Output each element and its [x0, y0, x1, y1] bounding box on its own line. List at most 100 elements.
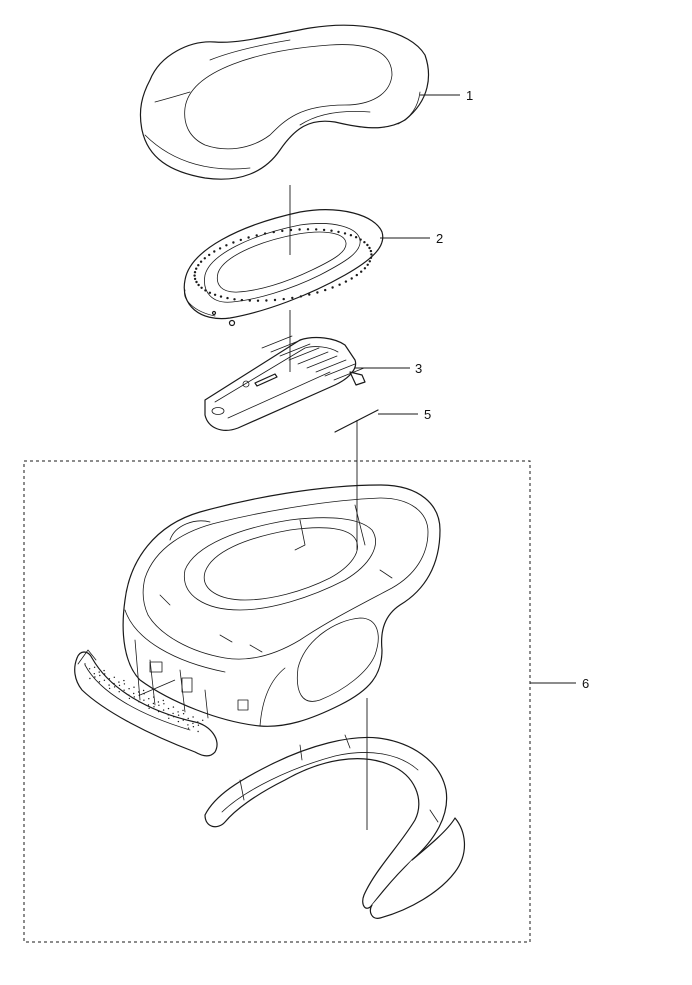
frame-perforation	[225, 244, 228, 247]
frame-perforation	[273, 298, 277, 302]
frame-perforation	[233, 298, 236, 301]
part-6-rear-skirt	[204, 734, 465, 919]
bumper-texture-dot	[148, 707, 150, 709]
frame-perforation	[359, 238, 362, 241]
part-6-front-bumper	[74, 649, 218, 757]
bumper-texture-dot	[93, 666, 96, 668]
bumper-texture-dot	[142, 689, 145, 692]
bumper-texture-dot	[93, 673, 96, 675]
bumper-texture-dot	[133, 686, 135, 688]
frame-perforation	[368, 246, 371, 250]
frame-perforation	[219, 295, 223, 298]
frame-perforation	[213, 250, 216, 253]
hatch-slat	[306, 355, 338, 369]
bumper-texture-dot	[152, 702, 155, 705]
part-3-hatch-slats	[261, 335, 365, 381]
frame-perforation	[349, 234, 353, 237]
hatch-slat	[315, 359, 347, 373]
frame-perforation	[299, 295, 303, 298]
bumper-texture-dot	[113, 686, 116, 688]
bumper-texture-dot	[98, 671, 100, 673]
bumper-texture-dot	[108, 678, 111, 680]
bumper-texture-dot	[192, 722, 194, 725]
bumper-texture-dot	[157, 710, 160, 713]
frame-perforation	[203, 257, 206, 260]
bumper-texture-dot	[197, 724, 200, 726]
bumper-texture-dot	[197, 730, 199, 733]
hatch-slat	[324, 363, 356, 377]
bumper-texture-dot	[128, 688, 130, 690]
bumper-texture-dot	[133, 692, 135, 695]
frame-perforation	[366, 263, 369, 266]
frame-perforation	[343, 232, 347, 235]
frame-perforation	[265, 299, 268, 302]
part-6-chassis	[122, 484, 441, 727]
frame-perforation	[272, 230, 275, 234]
part-2-frame-perforations	[193, 228, 373, 302]
bumper-texture-dot	[192, 726, 195, 728]
frame-perforation	[197, 264, 200, 267]
frame-perforation	[208, 291, 212, 294]
bumper-texture-dot	[167, 707, 170, 710]
bumper-texture-dot	[137, 691, 140, 693]
frame-perforation	[208, 253, 211, 257]
bumper-texture-dot	[147, 704, 150, 706]
bumper-texture-dot	[103, 669, 105, 672]
bumper-texture-dot	[123, 683, 126, 685]
frame-perforation	[337, 230, 340, 234]
bumper-texture-dot	[172, 712, 174, 715]
frame-perforation	[193, 277, 197, 281]
frame-perforation	[363, 241, 366, 244]
bumper-texture-dot	[173, 716, 175, 718]
bumper-texture-dot	[88, 668, 91, 670]
callout-6: 6	[582, 676, 590, 691]
frame-perforation	[369, 256, 373, 259]
frame-perforation	[354, 236, 358, 239]
part-5-rod	[334, 409, 379, 433]
bumper-texture-dot	[182, 719, 184, 721]
bumper-texture-dot	[153, 706, 155, 708]
frame-perforation	[232, 241, 235, 244]
part-6-front-bumper-texture	[84, 663, 204, 733]
callout-2: 2	[436, 231, 444, 246]
bumper-texture-dot	[167, 714, 169, 716]
bumper-texture-dot	[162, 699, 164, 702]
leader-lines	[139, 94, 576, 830]
frame-perforation	[248, 299, 251, 302]
frame-perforation	[360, 270, 363, 273]
bumper-texture-dot	[153, 696, 155, 698]
bumper-texture-dot	[118, 681, 120, 683]
bumper-texture-dot	[148, 698, 150, 700]
frame-perforation	[263, 232, 267, 235]
bumper-texture-dot	[128, 697, 131, 700]
frame-perforation	[298, 228, 301, 231]
bumper-texture-dot	[84, 663, 86, 665]
frame-perforation	[331, 286, 334, 289]
frame-perforation	[316, 291, 319, 294]
frame-perforation	[324, 288, 327, 292]
bumper-texture-dot	[138, 701, 140, 703]
bumper-texture-dot	[172, 706, 175, 708]
bumper-texture-dot	[94, 676, 96, 678]
frame-perforation	[330, 229, 333, 232]
frame-perforation	[256, 299, 260, 302]
frame-perforation	[363, 267, 367, 270]
part-6-assembly-boundary	[23, 460, 531, 943]
hatch-slat	[333, 367, 365, 381]
frame-perforation	[315, 228, 318, 231]
bumper-texture-dot	[182, 713, 185, 715]
frame-perforation	[239, 238, 242, 242]
frame-perforation	[308, 293, 311, 296]
hatch-slat	[297, 351, 329, 365]
frame-perforation	[195, 280, 198, 284]
bumper-texture-dot	[108, 684, 110, 686]
frame-perforation	[281, 229, 284, 233]
bumper-texture-dot	[143, 699, 145, 701]
bumper-texture-dot	[133, 696, 135, 698]
frame-perforation	[199, 260, 203, 263]
frame-perforation	[226, 296, 229, 300]
bumper-texture-dot	[177, 720, 180, 723]
bumper-texture-dot	[192, 716, 194, 718]
part-3-hatch	[204, 336, 366, 431]
